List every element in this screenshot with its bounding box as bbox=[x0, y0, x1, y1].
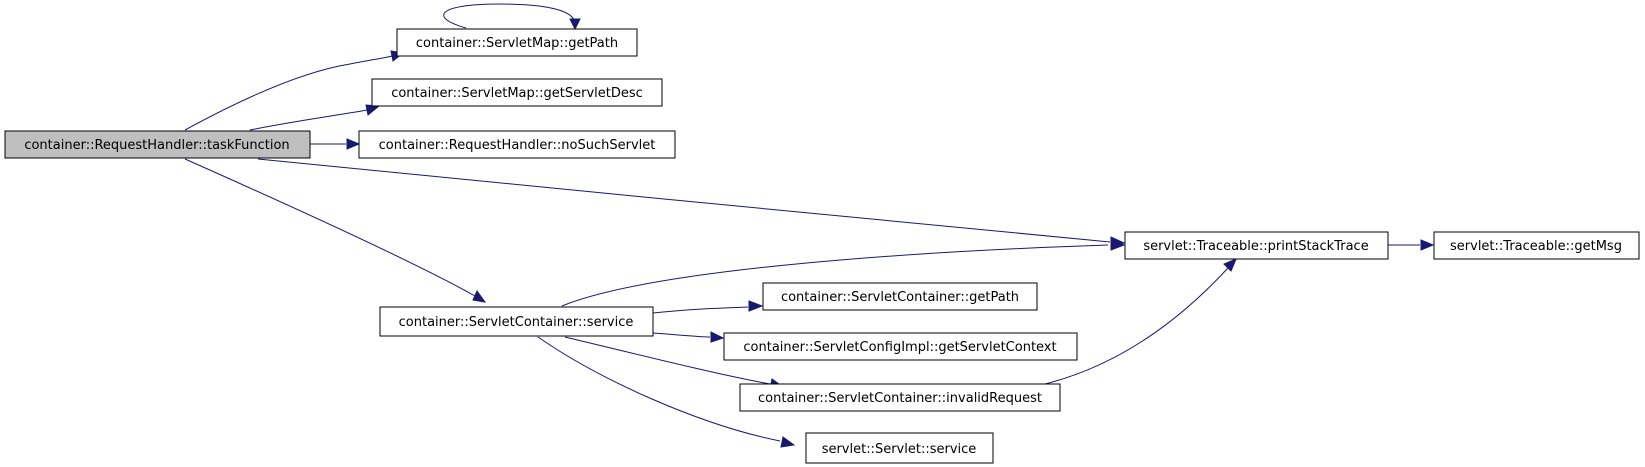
node-servletcontainer-service[interactable]: container::ServletContainer::service bbox=[379, 306, 654, 337]
node-task-function-label: container::RequestHandler::taskFunction bbox=[24, 138, 289, 153]
edge-task-to-nosuch bbox=[310, 138, 361, 150]
edge-task-to-svc-container bbox=[184, 158, 487, 303]
node-servletconfigimpl-getservletcontext[interactable]: container::ServletConfigImpl::getServlet… bbox=[723, 332, 1078, 361]
edge-invalid-to-printstack bbox=[1044, 258, 1237, 385]
node-servletconfigimpl-getservletcontext-label: container::ServletConfigImpl::getServlet… bbox=[743, 340, 1056, 355]
edge-svc-to-servlet-service bbox=[537, 336, 796, 448]
edge-task-to-getpath-map bbox=[184, 50, 405, 131]
edge-getpath-map-self bbox=[443, 3, 581, 31]
edge-task-to-printstack bbox=[257, 158, 1126, 248]
node-servletcontainer-invalidrequest-label: container::ServletContainer::invalidRequ… bbox=[758, 391, 1042, 406]
node-servletcontainer-invalidrequest[interactable]: container::ServletContainer::invalidRequ… bbox=[739, 383, 1061, 412]
edge-task-to-getservletdesc bbox=[249, 104, 381, 131]
node-servletmap-getpath-label: container::ServletMap::getPath bbox=[416, 36, 618, 51]
node-servlet-service-label: servlet::Servlet::service bbox=[822, 442, 977, 457]
edge-printstack-to-getmsg bbox=[1388, 239, 1435, 251]
node-servletcontainer-getpath[interactable]: container::ServletContainer::getPath bbox=[762, 282, 1038, 311]
nodes-layer: container::RequestHandler::taskFunction … bbox=[4, 28, 1640, 464]
node-traceable-printstacktrace-label: servlet::Traceable::printStackTrace bbox=[1143, 239, 1368, 254]
node-servletcontainer-service-label: container::ServletContainer::service bbox=[399, 315, 634, 330]
node-traceable-getmsg-label: servlet::Traceable::getMsg bbox=[1450, 239, 1622, 254]
node-traceable-getmsg[interactable]: servlet::Traceable::getMsg bbox=[1433, 231, 1640, 260]
node-traceable-printstacktrace[interactable]: servlet::Traceable::printStackTrace bbox=[1124, 231, 1389, 260]
node-servletmap-getservletdesc-label: container::ServletMap::getServletDesc bbox=[391, 86, 643, 101]
edge-svc-to-printstack bbox=[561, 239, 1126, 307]
node-requesthandler-nosuchservlet[interactable]: container::RequestHandler::noSuchServlet bbox=[358, 130, 676, 159]
node-servletcontainer-getpath-label: container::ServletContainer::getPath bbox=[781, 290, 1019, 305]
node-requesthandler-nosuchservlet-label: container::RequestHandler::noSuchServlet bbox=[379, 138, 656, 153]
node-servletmap-getpath[interactable]: container::ServletMap::getPath bbox=[396, 28, 638, 57]
edges-layer bbox=[184, 3, 1435, 448]
node-task-function[interactable]: container::RequestHandler::taskFunction bbox=[4, 130, 311, 159]
node-servlet-service[interactable]: servlet::Servlet::service bbox=[805, 432, 994, 464]
edge-svc-to-getpath-container bbox=[652, 300, 764, 314]
node-servletmap-getservletdesc[interactable]: container::ServletMap::getServletDesc bbox=[371, 78, 663, 107]
edge-svc-to-getservletcontext bbox=[652, 331, 725, 343]
